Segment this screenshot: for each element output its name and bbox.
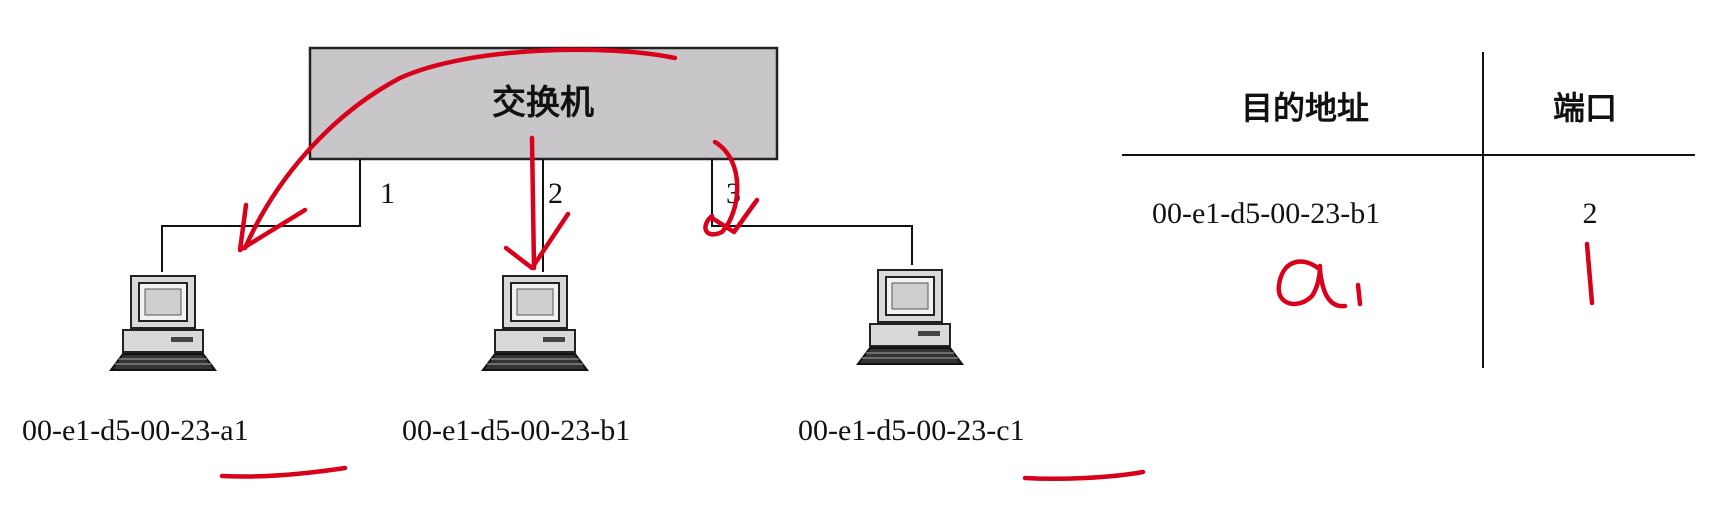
wire-port-1 — [161, 159, 361, 272]
arrow-to-host-a1 — [242, 47, 678, 251]
underline-c1 — [1022, 469, 1146, 481]
underline-a1 — [219, 465, 348, 479]
handwritten-port-1 — [1584, 241, 1595, 306]
forwarding-table: 目的地址 端口 00-e1-d5-00-23-b1 2 — [1122, 52, 1695, 368]
table-header-address: 目的地址 — [1241, 89, 1369, 127]
host-mac-b1: 00-e1-d5-00-23-b1 — [402, 414, 630, 447]
switch-label: 交换机 — [492, 83, 594, 123]
computer-icon — [857, 269, 963, 365]
arrow-to-host-b1 — [529, 135, 537, 271]
port-number-2: 2 — [548, 177, 563, 210]
arrow-head-a1 — [237, 202, 308, 253]
host-mac-c1: 00-e1-d5-00-23-c1 — [798, 414, 1025, 447]
table-header-port: 端口 — [1553, 89, 1617, 127]
computer-icon — [482, 275, 588, 371]
handwritten-a1-a-tail — [1317, 267, 1348, 309]
table-row-port: 2 — [1583, 197, 1598, 230]
wire-port-3 — [711, 159, 913, 265]
table-row-address: 00-e1-d5-00-23-b1 — [1152, 197, 1380, 230]
switch-box — [308, 46, 779, 161]
handwritten-a1-1 — [1355, 282, 1363, 307]
port-number-1: 1 — [380, 177, 395, 210]
host-mac-a1: 00-e1-d5-00-23-a1 — [22, 414, 249, 447]
computer-icon — [110, 275, 216, 371]
arrow-head-3 — [709, 197, 760, 235]
network-wires — [161, 159, 913, 272]
red-annotations — [219, 47, 1595, 481]
handwritten-a1-a — [1276, 259, 1323, 307]
arrow-head-b1 — [503, 211, 571, 271]
